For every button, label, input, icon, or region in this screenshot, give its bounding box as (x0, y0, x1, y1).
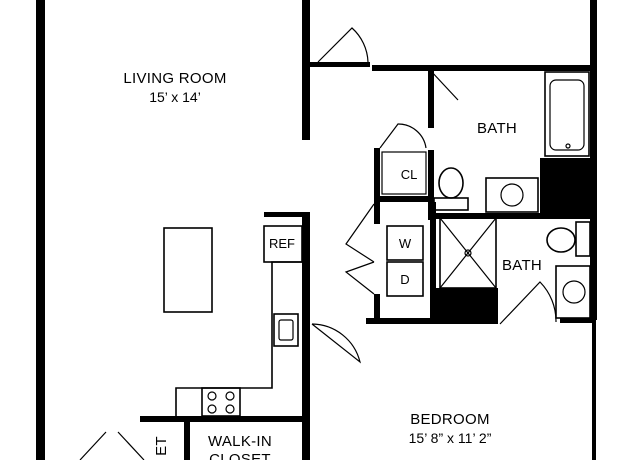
labels: LIVING ROOM 15’ x 14’ BATH CL BATH REF W… (123, 70, 542, 460)
wall-lower-right-frame (592, 320, 596, 460)
bedroom-size: 15’ 8” x 11’ 2” (409, 430, 492, 446)
door-bath-upper (429, 69, 459, 101)
walkin-closet-line2: CLOSET (209, 451, 271, 460)
stove-burner-3 (207, 404, 217, 414)
wall-bath-left-lower (428, 150, 434, 220)
walls (36, 0, 597, 460)
walkin-closet-line1: WALK-IN (208, 433, 272, 450)
living-room-name: LIVING ROOM (123, 70, 226, 87)
sink-lower-basin (562, 280, 586, 304)
wall-laundry-bottom (366, 318, 436, 324)
wall-bedroom-top-right (560, 318, 596, 323)
toilet-lower-tank (575, 221, 591, 257)
kitchen-sink (273, 313, 299, 347)
closet-left-label: ET (153, 436, 170, 456)
bath-upper-name: BATH (477, 120, 517, 137)
bath-lower-name: BATH (502, 257, 542, 274)
sink-upper-basin (500, 183, 524, 207)
door-laundry-bottom (344, 261, 375, 295)
doors (79, 27, 557, 460)
living-room-size: 15’ x 14’ (149, 89, 201, 105)
toilet-upper (438, 167, 464, 199)
closet-box (381, 151, 427, 195)
wall-bath-bottom (428, 213, 593, 219)
stove (201, 387, 241, 417)
stove-burner-4 (225, 404, 235, 414)
wall-ref-top (264, 212, 310, 217)
door-bedroom (311, 323, 362, 364)
bedroom-name: BEDROOM (410, 411, 490, 428)
wall-living-right-upper (302, 0, 310, 140)
wall-upper-horizontal-b (372, 65, 597, 71)
shower-drain (464, 249, 472, 257)
toilet-upper-tank (433, 197, 469, 211)
wall-laundry-left (374, 202, 380, 224)
fixtures (163, 71, 591, 417)
wall-shower-block (436, 288, 498, 324)
wall-laundry-left-lower (374, 294, 380, 324)
sink-lower (555, 265, 591, 319)
stove-burner-1 (207, 391, 217, 401)
wall-closet-bottom (374, 196, 432, 202)
toilet-lower (546, 227, 576, 253)
door-closet (379, 123, 427, 149)
shower (439, 217, 497, 289)
bathtub-inner (549, 79, 585, 151)
wall-kitchen-bottom (140, 416, 310, 422)
door-laundry-top (345, 203, 375, 263)
bathtub (544, 71, 590, 157)
dryer-label: D (400, 272, 409, 287)
wall-kitchen-right (302, 212, 310, 460)
washer-label: W (399, 236, 412, 251)
wall-right-outer (590, 0, 597, 320)
door-closet-left (79, 431, 145, 460)
shower-diagonals (439, 217, 497, 289)
stove-burner-2 (225, 391, 235, 401)
wall-closet-divider (184, 416, 190, 460)
wall-tub-block (540, 158, 592, 216)
wall-left-outer (36, 0, 45, 460)
door-entry-top (317, 27, 369, 63)
closet-name: CL (401, 167, 418, 182)
wall-upper-horizontal (310, 62, 370, 67)
dryer-box (386, 261, 424, 297)
kitchen-island (163, 227, 213, 313)
kitchen-counter (175, 261, 302, 416)
wall-bath-left (428, 68, 434, 128)
door-bath-lower (499, 281, 557, 325)
washer-box (386, 225, 424, 261)
bathtub-drain (565, 143, 571, 149)
wall-laundry-right (430, 202, 436, 322)
wall-closet-left (374, 148, 380, 200)
kitchen-sink-basin (278, 319, 294, 341)
refrigerator-label: REF (269, 236, 295, 251)
sink-upper (485, 177, 539, 213)
